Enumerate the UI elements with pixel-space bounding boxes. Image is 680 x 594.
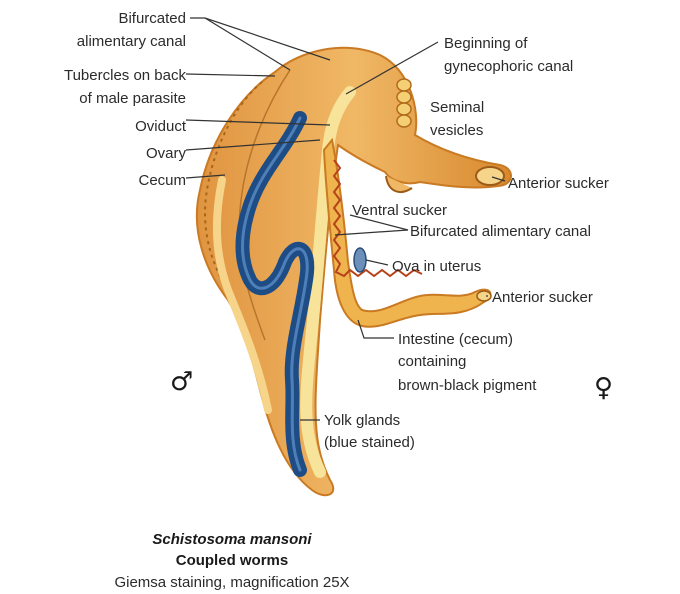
label-yolk-glands-2: (blue stained) [324, 434, 415, 451]
label-bifurcated-canal-top-2: alimentary canal [77, 33, 186, 50]
label-intestine-1: Intestine (cecum) [398, 331, 513, 348]
label-seminal-2: vesicles [430, 122, 483, 139]
label-intestine-3: brown-black pigment [398, 377, 537, 394]
label-seminal-1: Seminal [430, 99, 484, 116]
label-ventral-sucker: Ventral sucker [352, 202, 447, 219]
label-yolk-glands-1: Yolk glands [324, 412, 400, 429]
label-tubercles-2: of male parasite [79, 90, 186, 107]
caption-title: Schistosoma mansoni [152, 531, 312, 548]
label-oviduct: Oviduct [135, 118, 187, 135]
label-bifurcated-canal-right: Bifurcated alimentary canal [410, 223, 591, 240]
male-symbol: ♂ [170, 367, 193, 397]
ova-in-uterus [354, 248, 366, 272]
label-bifurcated-canal-top-1: Bifurcated [118, 10, 186, 27]
female-anterior-sucker [477, 291, 491, 301]
label-tubercles-1: Tubercles on back [64, 67, 187, 84]
female-symbol: ♀ [594, 373, 613, 403]
label-anterior-sucker-male: Anterior sucker [508, 175, 609, 192]
label-intestine-2: containing [398, 353, 466, 370]
caption-subtitle: Coupled worms [176, 552, 289, 569]
label-cecum: Cecum [138, 172, 186, 189]
label-gynecophoric-1: Beginning of [444, 35, 528, 52]
male-anterior-sucker [476, 167, 504, 185]
label-ova-in-uterus: Ova in uterus [392, 258, 481, 275]
label-anterior-sucker-female: Anterior sucker [492, 289, 593, 306]
label-gynecophoric-2: gynecophoric canal [444, 58, 573, 75]
caption-note: Giemsa staining, magnification 25X [114, 574, 349, 591]
label-ovary: Ovary [146, 145, 187, 162]
